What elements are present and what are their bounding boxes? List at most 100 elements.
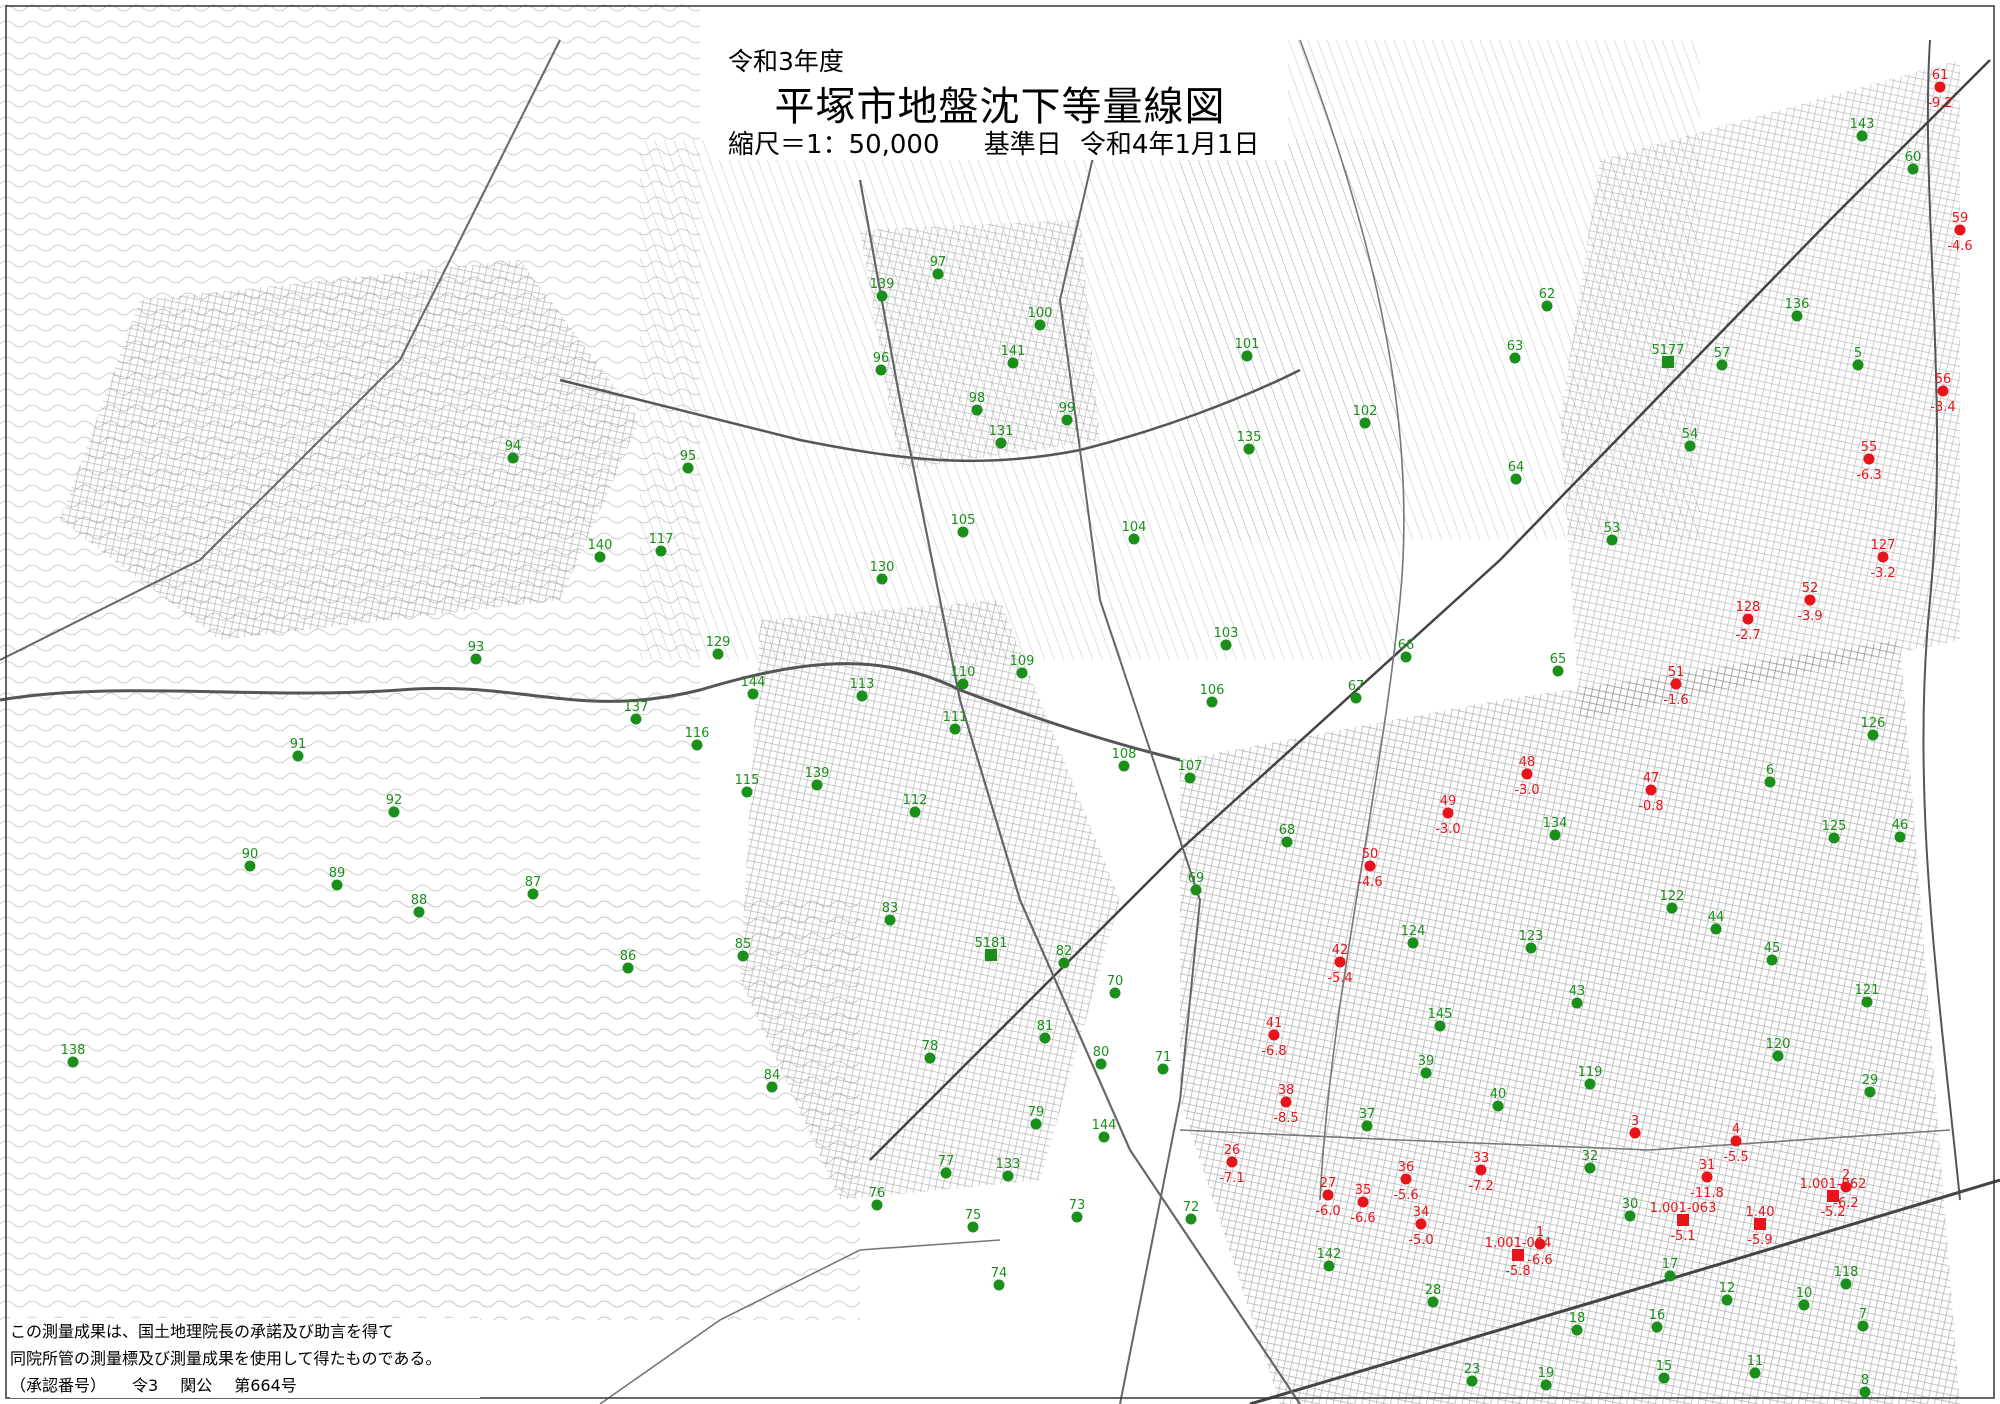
point-circle-marker	[1095, 1058, 1107, 1070]
point-id-label: 130	[870, 560, 895, 575]
point-circle-marker	[1894, 831, 1906, 843]
survey-point: 1.001-064-5.8	[1485, 1236, 1552, 1279]
survey-point: 17	[1662, 1257, 1678, 1282]
point-circle-marker	[957, 678, 969, 690]
point-circle-marker	[1791, 310, 1803, 322]
point-circle-marker	[1061, 414, 1073, 426]
benchmark-square-marker	[1677, 1214, 1689, 1226]
point-id-label: 53	[1604, 521, 1621, 536]
point-circle-marker	[1400, 1173, 1412, 1185]
point-circle-marker	[67, 1056, 79, 1068]
point-id-label: 1.001-063	[1650, 1201, 1717, 1216]
survey-point: 87	[525, 875, 541, 900]
subsidence-value-label: -5.9	[1747, 1233, 1772, 1248]
point-id-label: 134	[1543, 816, 1568, 831]
point-id-label: 62	[1539, 287, 1556, 302]
point-circle-marker	[741, 786, 753, 798]
point-circle-marker	[1400, 651, 1412, 663]
point-circle-marker	[1766, 954, 1778, 966]
point-circle-marker	[1268, 1029, 1280, 1041]
survey-point: 77	[938, 1154, 954, 1179]
point-id-label: 108	[1112, 747, 1137, 762]
point-id-label: 69	[1188, 871, 1205, 886]
survey-point: 10	[1796, 1286, 1812, 1311]
survey-point: 138	[61, 1043, 86, 1068]
subsidence-value-label: -5.6	[1393, 1188, 1418, 1203]
point-circle-marker	[856, 690, 868, 702]
survey-point: 36 -5.6	[1393, 1160, 1418, 1203]
survey-point: 53	[1604, 521, 1621, 546]
point-id-label: 81	[1037, 1019, 1054, 1034]
subsidence-value-label: -1.6	[1663, 693, 1688, 708]
point-circle-marker	[967, 1221, 979, 1233]
survey-point: 112	[903, 793, 927, 818]
point-circle-marker	[876, 290, 888, 302]
point-circle-marker	[1058, 957, 1070, 969]
point-id-label: 116	[685, 726, 710, 741]
point-circle-marker	[630, 713, 642, 725]
survey-point: 67	[1348, 679, 1364, 704]
survey-point: 97	[930, 255, 946, 280]
subsidence-value-label: -3.0	[1514, 783, 1539, 798]
point-circle-marker	[1420, 1067, 1432, 1079]
subsidence-value-label: -8.5	[1273, 1111, 1298, 1126]
survey-point: 31 -11.8	[1690, 1158, 1724, 1201]
subsidence-value-label: -6.2	[1833, 1196, 1858, 1211]
benchmark-square-marker	[1512, 1249, 1524, 1261]
point-circle-marker	[1322, 1189, 1334, 1201]
point-id-label: 86	[620, 949, 637, 964]
point-id-label: 106	[1200, 683, 1225, 698]
survey-point: 98	[969, 391, 986, 416]
point-id-label: 35	[1355, 1183, 1372, 1198]
point-id-label: 127	[1871, 538, 1896, 553]
point-id-label: 8	[1861, 1373, 1869, 1388]
point-circle-marker	[1407, 937, 1419, 949]
point-id-label: 60	[1905, 150, 1922, 165]
survey-point: 51-1.6	[1663, 665, 1688, 708]
survey-point: 11	[1747, 1354, 1763, 1379]
survey-point: 18	[1569, 1311, 1585, 1336]
subsidence-value-label: -0.8	[1638, 799, 1663, 814]
point-circle-marker	[1934, 81, 1946, 93]
point-circle-marker	[766, 1081, 778, 1093]
subsidence-value-label: -11.8	[1690, 1186, 1724, 1201]
point-circle-marker	[1510, 473, 1522, 485]
point-circle-marker	[884, 914, 896, 926]
point-id-label: 123	[1519, 929, 1544, 944]
point-id-label: 31	[1699, 1158, 1716, 1173]
point-circle-marker	[971, 404, 983, 416]
survey-point: 69	[1188, 871, 1205, 896]
point-id-label: 98	[969, 391, 986, 406]
point-circle-marker	[682, 462, 694, 474]
point-circle-marker	[1624, 1210, 1636, 1222]
urban-area-north	[860, 220, 1100, 470]
subsidence-value-label: -3.0	[1435, 822, 1460, 837]
point-id-label: 36	[1398, 1160, 1415, 1175]
point-id-label: 56	[1935, 372, 1952, 387]
point-circle-marker	[1857, 1320, 1869, 1332]
point-id-label: 89	[329, 866, 346, 881]
survey-point: 145	[1428, 1007, 1452, 1032]
point-circle-marker	[1007, 357, 1019, 369]
benchmark-square-marker	[1827, 1190, 1839, 1202]
point-id-label: 91	[290, 737, 307, 752]
point-circle-marker	[655, 545, 667, 557]
railway-diagonal	[869, 59, 1991, 1161]
point-id-label: 136	[1785, 297, 1810, 312]
survey-point: 94	[505, 439, 521, 464]
point-circle-marker	[1710, 923, 1722, 935]
point-circle-marker	[1666, 902, 1678, 914]
survey-point: 62	[1539, 287, 1556, 312]
survey-point: 39	[1418, 1054, 1434, 1079]
point-id-label: 92	[386, 793, 403, 808]
survey-point: 29	[1862, 1073, 1878, 1098]
point-circle-marker	[1798, 1299, 1810, 1311]
survey-point: 61-9.2	[1927, 68, 1952, 111]
survey-point: 78	[922, 1039, 938, 1064]
point-circle-marker	[875, 364, 887, 376]
point-circle-marker	[1856, 130, 1868, 142]
point-id-label: 138	[61, 1043, 86, 1058]
base-date-label: 基準日	[983, 130, 1062, 160]
point-circle-marker	[1804, 594, 1816, 606]
point-id-label: 133	[996, 1157, 1021, 1172]
